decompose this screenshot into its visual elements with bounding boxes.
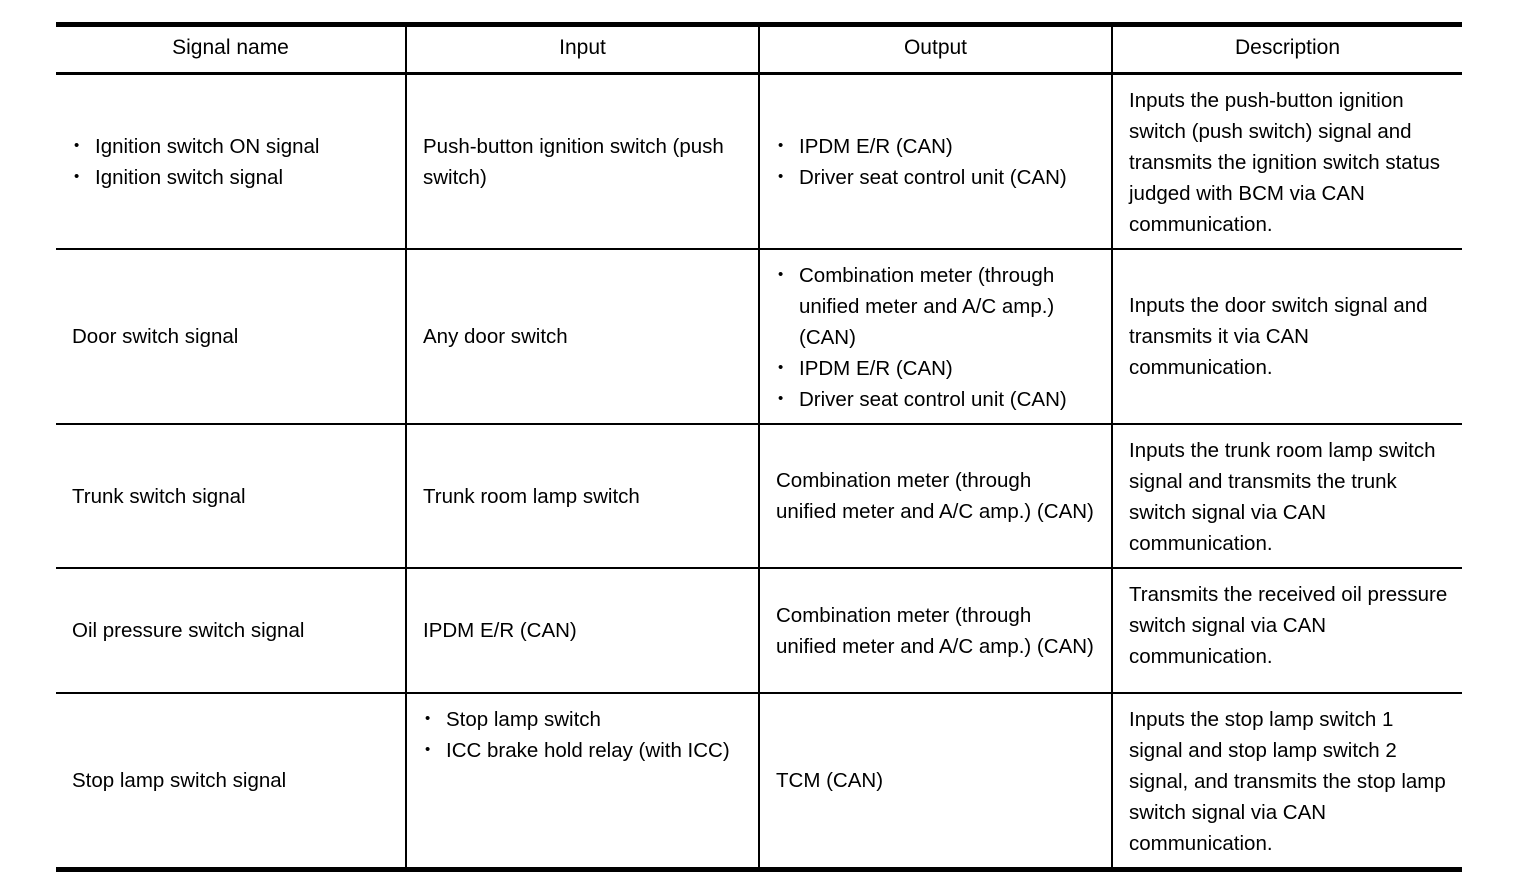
cell-description: Transmits the received oil pressure swit… bbox=[1111, 568, 1462, 694]
table-row: Door switch signal Any door switch Combi… bbox=[56, 249, 1462, 425]
signal-name-list: Ignition switch ON signal Ignition switc… bbox=[72, 130, 391, 193]
column-header-signal-name: Signal name bbox=[56, 22, 406, 75]
output-text: Combination meter (through unified meter… bbox=[776, 469, 1094, 523]
list-item: IPDM E/R (CAN) bbox=[776, 130, 1097, 162]
cell-output: TCM (CAN) bbox=[758, 693, 1112, 872]
table-row: Stop lamp switch signal Stop lamp switch… bbox=[56, 693, 1462, 872]
output-text: TCM (CAN) bbox=[776, 769, 884, 792]
list-item: IPDM E/R (CAN) bbox=[776, 352, 1097, 384]
column-header-input: Input bbox=[405, 22, 759, 75]
cell-output: Combination meter (through unified meter… bbox=[758, 249, 1112, 425]
signal-reference-table: Signal name Input Output Description Ign… bbox=[56, 22, 1462, 872]
output-list: Combination meter (through unified meter… bbox=[776, 259, 1097, 415]
table-row: Trunk switch signal Trunk room lamp swit… bbox=[56, 424, 1462, 569]
column-header-output: Output bbox=[758, 22, 1112, 75]
list-item: ICC brake hold relay (with ICC) bbox=[423, 734, 744, 766]
signal-name-text: Stop lamp switch signal bbox=[72, 769, 287, 792]
cell-signal-name: Stop lamp switch signal bbox=[56, 693, 406, 872]
cell-signal-name: Trunk switch signal bbox=[56, 424, 406, 569]
description-text: Inputs the stop lamp switch 1 signal and… bbox=[1129, 708, 1446, 855]
signal-name-text: Door switch signal bbox=[72, 325, 239, 348]
page-root: Signal name Input Output Description Ign… bbox=[0, 0, 1536, 806]
list-item: Ignition switch ON signal bbox=[72, 130, 391, 162]
table-header-row: Signal name Input Output Description bbox=[56, 22, 1462, 75]
cell-input: Stop lamp switch ICC brake hold relay (w… bbox=[405, 693, 759, 872]
cell-description: Inputs the trunk room lamp switch signal… bbox=[1111, 424, 1462, 569]
cell-input: Trunk room lamp switch bbox=[405, 424, 759, 569]
input-text: IPDM E/R (CAN) bbox=[423, 619, 577, 642]
input-text: Trunk room lamp switch bbox=[423, 484, 640, 508]
input-text: Push-button ignition switch (push switch… bbox=[423, 134, 724, 189]
table-row: Oil pressure switch signal IPDM E/R (CAN… bbox=[56, 568, 1462, 694]
input-text: Any door switch bbox=[423, 325, 568, 348]
column-header-description: Description bbox=[1111, 22, 1462, 75]
list-item: Combination meter (through unified meter… bbox=[776, 259, 1097, 353]
cell-description: Inputs the push-button ignition switch (… bbox=[1111, 73, 1462, 250]
table-row: Ignition switch ON signal Ignition switc… bbox=[56, 73, 1462, 250]
output-list: IPDM E/R (CAN) Driver seat control unit … bbox=[776, 130, 1097, 193]
cell-signal-name: Ignition switch ON signal Ignition switc… bbox=[56, 73, 406, 250]
cell-output: Combination meter (through unified meter… bbox=[758, 424, 1112, 569]
list-item: Driver seat control unit (CAN) bbox=[776, 383, 1097, 415]
cell-output: Combination meter (through unified meter… bbox=[758, 568, 1112, 694]
description-text: Transmits the received oil pressure swit… bbox=[1129, 583, 1448, 668]
list-item: Stop lamp switch bbox=[423, 703, 744, 735]
cell-output: IPDM E/R (CAN) Driver seat control unit … bbox=[758, 73, 1112, 250]
description-text: Inputs the door switch signal and transm… bbox=[1129, 294, 1428, 379]
table-header: Signal name Input Output Description bbox=[56, 22, 1462, 75]
cell-description: Inputs the door switch signal and transm… bbox=[1111, 249, 1462, 425]
list-item: Ignition switch signal bbox=[72, 161, 391, 193]
cell-description: Inputs the stop lamp switch 1 signal and… bbox=[1111, 693, 1462, 872]
list-item: Driver seat control unit (CAN) bbox=[776, 161, 1097, 193]
description-text: Inputs the trunk room lamp switch signal… bbox=[1129, 439, 1436, 555]
description-text: Inputs the push-button ignition switch (… bbox=[1129, 89, 1441, 236]
signal-name-text: Oil pressure switch signal bbox=[72, 619, 305, 642]
cell-signal-name: Door switch signal bbox=[56, 249, 406, 425]
cell-input: Push-button ignition switch (push switch… bbox=[405, 73, 759, 250]
signal-name-text: Trunk switch signal bbox=[72, 484, 246, 508]
input-list: Stop lamp switch ICC brake hold relay (w… bbox=[423, 703, 744, 766]
cell-input: Any door switch bbox=[405, 249, 759, 425]
output-text: Combination meter (through unified meter… bbox=[776, 603, 1094, 658]
table-body: Ignition switch ON signal Ignition switc… bbox=[56, 73, 1462, 872]
cell-input: IPDM E/R (CAN) bbox=[405, 568, 759, 694]
cell-signal-name: Oil pressure switch signal bbox=[56, 568, 406, 694]
